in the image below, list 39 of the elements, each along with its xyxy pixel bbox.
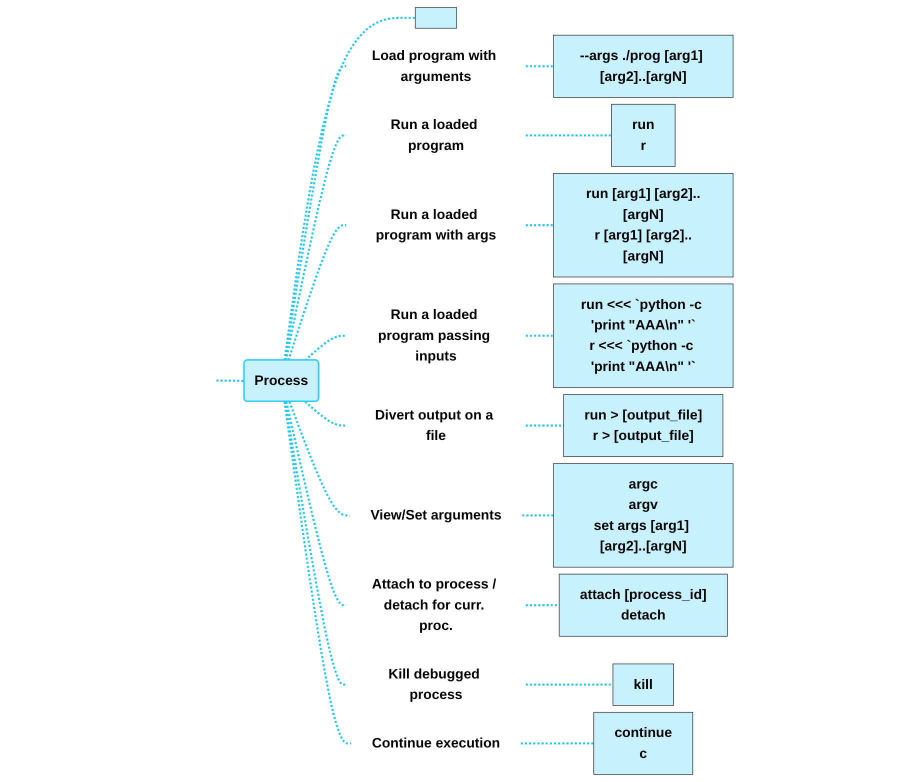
connector [288, 401, 350, 516]
node-text: Attach to process / detach for curr. proc. [372, 576, 496, 634]
connector [526, 224, 554, 226]
node-text: Run a loaded program [390, 117, 478, 154]
node-text: Divert output on a file [374, 408, 494, 444]
connector [304, 334, 346, 362]
connector [285, 401, 346, 606]
connector [216, 380, 244, 382]
node-box: argc argv set args [arg1] [arg2]..[argN] [553, 463, 734, 568]
node-box: attach [process_id] detach [558, 574, 728, 637]
connector [526, 424, 564, 427]
node-text: Run a loaded program with args [376, 207, 496, 244]
connector [526, 334, 554, 337]
node-box: --args ./prog [arg1] [arg2]..[argN] [553, 34, 734, 98]
node-text: Load program with arguments [372, 48, 496, 84]
node-box: continue c [593, 712, 694, 775]
node-box: run <<< `python -c 'print "AAA\n" '` r <<< `python -c 'print "AAA\n" '` [553, 284, 734, 388]
node-text: View/Set arguments [370, 508, 502, 523]
connector [284, 402, 352, 744]
node-text: Kill debugged process [388, 666, 480, 703]
connector [520, 742, 594, 744]
node-box: kill [612, 664, 674, 706]
connector [287, 224, 346, 361]
node-box: run > [output_file] r > [output_file] [563, 394, 724, 457]
connector [526, 65, 554, 68]
node-box [414, 7, 458, 29]
connector [526, 684, 613, 686]
node-text: Continue execution [372, 736, 500, 751]
connector [526, 604, 560, 606]
connector [304, 400, 346, 427]
connector [284, 65, 346, 360]
connector [526, 134, 612, 136]
connector [284, 134, 346, 360]
connector [522, 514, 554, 516]
node-box: run r [611, 104, 676, 167]
node-text: Run a loaded program passing inputs [378, 307, 490, 364]
connector [284, 16, 416, 360]
connector [284, 402, 346, 686]
node-box: run [arg1] [arg2]..[argN] r [arg1] [arg2]..[argN] [553, 173, 734, 278]
